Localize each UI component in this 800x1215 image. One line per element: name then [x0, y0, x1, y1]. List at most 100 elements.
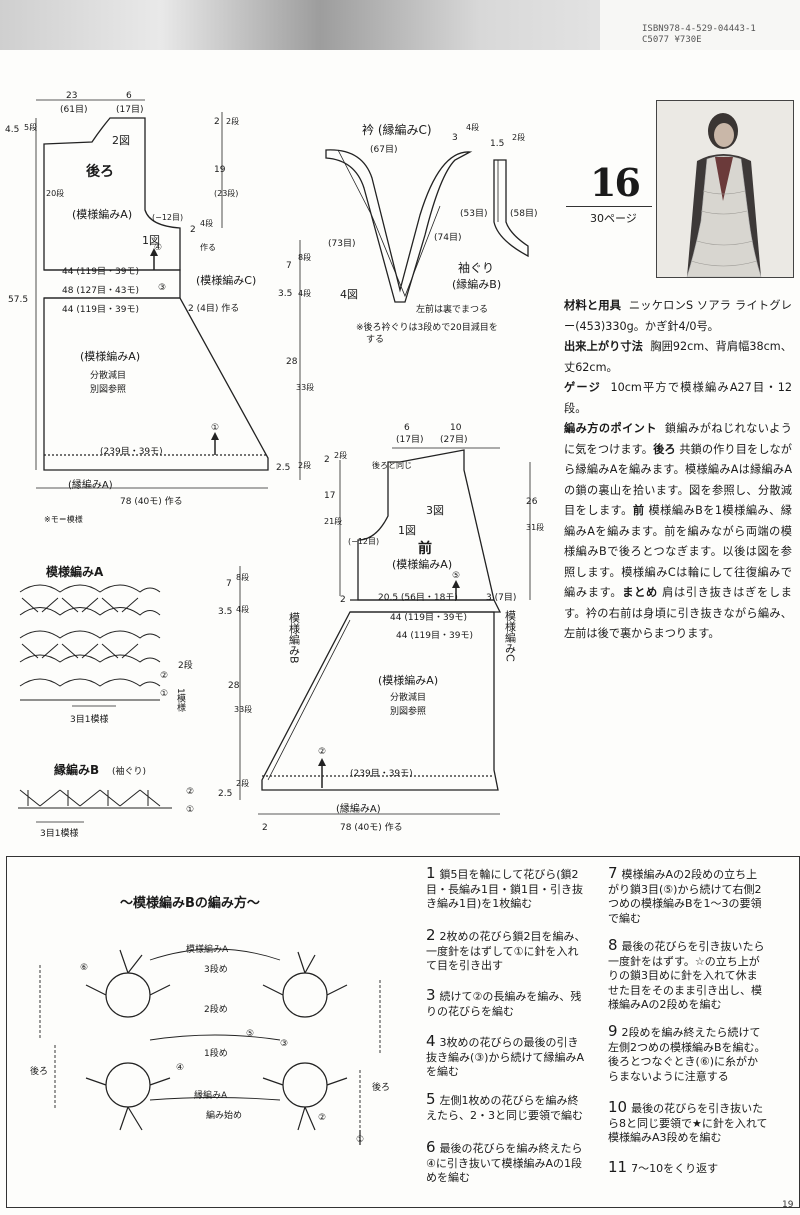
svg-text:8段: 8段 — [298, 252, 311, 262]
svg-text:44 (119目・39モ): 44 (119目・39モ) — [390, 612, 467, 623]
svg-text:模様編みA: 模様編みA — [186, 943, 229, 955]
svg-text:②: ② — [186, 787, 194, 797]
svg-text:2.5: 2.5 — [218, 789, 232, 799]
front-pattern-b-label: 模様編みB — [288, 612, 301, 664]
svg-text:※モ＝模様: ※モ＝模様 — [44, 514, 83, 524]
svg-text:①: ① — [211, 423, 219, 433]
svg-text:20.5 (56目・18モ): 20.5 (56目・18モ) — [378, 592, 458, 603]
svg-text:後ろと同じ: 後ろと同じ — [372, 460, 412, 470]
svg-text:33段: 33段 — [234, 704, 252, 714]
svg-text:(27目): (27目) — [440, 434, 467, 445]
svg-text:2段: 2段 — [512, 132, 525, 142]
edging-b-title: 縁編みB — [54, 762, 99, 777]
svg-text:1図: 1図 — [398, 524, 416, 537]
svg-text:3.5: 3.5 — [218, 607, 232, 617]
svg-text:33段: 33段 — [296, 382, 314, 392]
svg-text:後ろ: 後ろ — [30, 1065, 48, 1077]
front-pattern-c-label: 模様編みC — [504, 610, 517, 662]
model-figure — [657, 101, 793, 277]
svg-text:2: 2 — [214, 117, 220, 127]
front-title: 前 — [418, 540, 432, 557]
svg-text:(73目): (73目) — [328, 238, 355, 249]
svg-text:3 (7目): 3 (7目) — [486, 592, 516, 603]
svg-text:する: する — [366, 334, 384, 345]
svg-text:※後ろ衿ぐりは3段めで20目減目を: ※後ろ衿ぐりは3段めで20目減目を — [356, 321, 498, 333]
svg-text:編み始め: 編み始め — [206, 1109, 242, 1121]
svg-text:別図参照: 別図参照 — [390, 705, 426, 717]
svg-text:2段: 2段 — [298, 460, 311, 470]
svg-text:(67目): (67目) — [370, 144, 397, 155]
svg-text:1模様: 1模様 — [175, 688, 186, 712]
svg-text:(縁編みB): (縁編みB) — [452, 277, 501, 291]
svg-text:⑥: ⑥ — [80, 963, 88, 973]
svg-text:6: 6 — [126, 91, 132, 101]
back-lower — [43, 297, 269, 471]
svg-text:(74目): (74目) — [434, 232, 461, 243]
svg-text:(53目): (53目) — [460, 208, 487, 219]
page-reference: 30ページ — [590, 212, 637, 225]
svg-text:1.5: 1.5 — [490, 139, 504, 149]
svg-text:2: 2 — [262, 823, 268, 833]
svg-text:1図: 1図 — [142, 234, 160, 247]
svg-text:8段: 8段 — [236, 572, 249, 582]
collar-title: 衿 (縁編みC) — [362, 122, 432, 137]
svg-text:①: ① — [356, 1135, 364, 1145]
svg-text:②: ② — [318, 747, 326, 757]
svg-text:(縁編みA): (縁編みA) — [68, 478, 113, 491]
front-lower — [261, 611, 499, 791]
svg-text:26: 26 — [526, 497, 538, 507]
svg-text:3.5: 3.5 — [278, 289, 292, 299]
svg-text:①: ① — [160, 689, 168, 699]
svg-text:分散減目: 分散減目 — [390, 691, 426, 703]
svg-text:(−12目): (−12目) — [348, 537, 379, 546]
model-photo — [656, 100, 794, 278]
svg-text:2段: 2段 — [178, 659, 193, 671]
svg-text:(61目): (61目) — [60, 104, 87, 115]
armhole-band — [493, 159, 529, 258]
svg-text:3: 3 — [452, 133, 458, 143]
svg-text:10: 10 — [450, 423, 462, 433]
svg-text:左前は裏でまつる: 左前は裏でまつる — [416, 303, 488, 315]
svg-text:44 (119目・39モ): 44 (119目・39モ) — [62, 266, 139, 277]
svg-text:③: ③ — [280, 1039, 288, 1049]
svg-text:(模様編みA): (模様編みA) — [80, 349, 140, 363]
back-outline — [43, 117, 181, 271]
svg-text:2図: 2図 — [112, 134, 130, 147]
svg-text:5段: 5段 — [24, 122, 37, 132]
svg-text:3図: 3図 — [426, 504, 444, 517]
svg-text:4段: 4段 — [200, 218, 213, 228]
svg-text:78 (40モ) 作る: 78 (40モ) 作る — [340, 821, 403, 833]
pattern-b-instructions-title: 〜模様編みBの編み方〜 — [120, 896, 260, 911]
svg-text:17: 17 — [324, 491, 335, 501]
armhole-title: 袖ぐり — [458, 260, 494, 275]
svg-text:4段: 4段 — [298, 288, 311, 298]
svg-text:19: 19 — [214, 165, 226, 175]
svg-text:(縁編みA): (縁編みA) — [336, 802, 381, 815]
svg-text:6: 6 — [404, 423, 410, 433]
svg-text:(17目): (17目) — [116, 104, 143, 115]
svg-text:作る: 作る — [200, 242, 216, 252]
back-w-top: 23 — [66, 91, 77, 101]
svg-text:(袖ぐり): (袖ぐり) — [112, 765, 146, 777]
svg-text:(239目・39モ): (239目・39モ) — [100, 446, 163, 457]
svg-text:1段め: 1段め — [204, 1047, 228, 1059]
isbn-code: ISBN978-4-529-04443-1 C5077 ¥730E — [642, 24, 756, 45]
pattern-b-motif-diagram — [39, 948, 381, 1145]
pattern-a-chart — [19, 584, 161, 707]
svg-text:(−12目): (−12目) — [152, 213, 183, 222]
svg-text:44 (119目・39モ): 44 (119目・39モ) — [396, 630, 473, 641]
svg-text:44 (119目・39モ): 44 (119目・39モ) — [62, 304, 139, 315]
svg-text:20段: 20段 — [46, 188, 64, 198]
svg-text:3目1模様: 3目1模様 — [70, 713, 108, 725]
svg-text:後ろ: 後ろ — [372, 1081, 390, 1093]
svg-text:③: ③ — [158, 283, 166, 293]
svg-text:4.5: 4.5 — [5, 125, 19, 135]
